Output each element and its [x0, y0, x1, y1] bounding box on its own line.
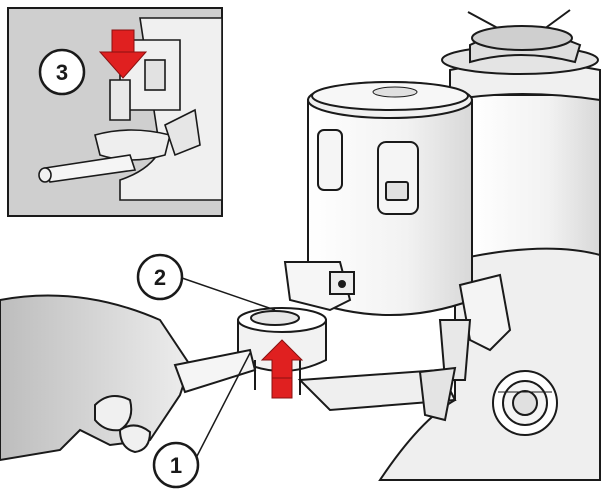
doser-cylinder — [307, 81, 473, 316]
callout-1-label: 1 — [170, 453, 182, 478]
dosing-spout — [283, 261, 355, 312]
push-down-arrow — [98, 29, 148, 79]
push-up-arrow — [260, 339, 304, 399]
dosing-lever — [438, 273, 512, 381]
grinder-body — [378, 9, 601, 481]
callout-leaders — [181, 277, 276, 461]
callout-2: 2 — [136, 253, 184, 301]
leader-2 — [181, 277, 276, 311]
callout-3: 3 — [38, 48, 86, 96]
hand-holding-portafilter — [0, 294, 257, 462]
leader-1 — [194, 352, 251, 461]
portafilter-rest — [297, 366, 457, 422]
callout-1: 1 — [152, 441, 200, 489]
callout-2-label: 2 — [154, 265, 166, 290]
detail-inset — [7, 7, 223, 217]
callout-3-label: 3 — [56, 60, 68, 85]
